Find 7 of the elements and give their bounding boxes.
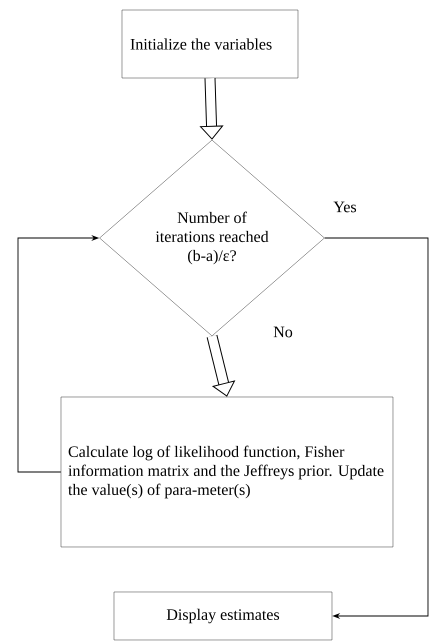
edge-label: Yes xyxy=(334,202,356,212)
output-box: Display estimates xyxy=(114,592,332,640)
process-box: Calculate log of likelihood function, Fisher information matrix and the Jeffreys prior. Update the value(s) of para-meter(s) xyxy=(60,396,394,548)
edge-label: No xyxy=(274,326,292,338)
arrow xyxy=(324,238,428,620)
process-box: Initialize the variables xyxy=(122,10,298,78)
block-arrow xyxy=(206,334,236,397)
